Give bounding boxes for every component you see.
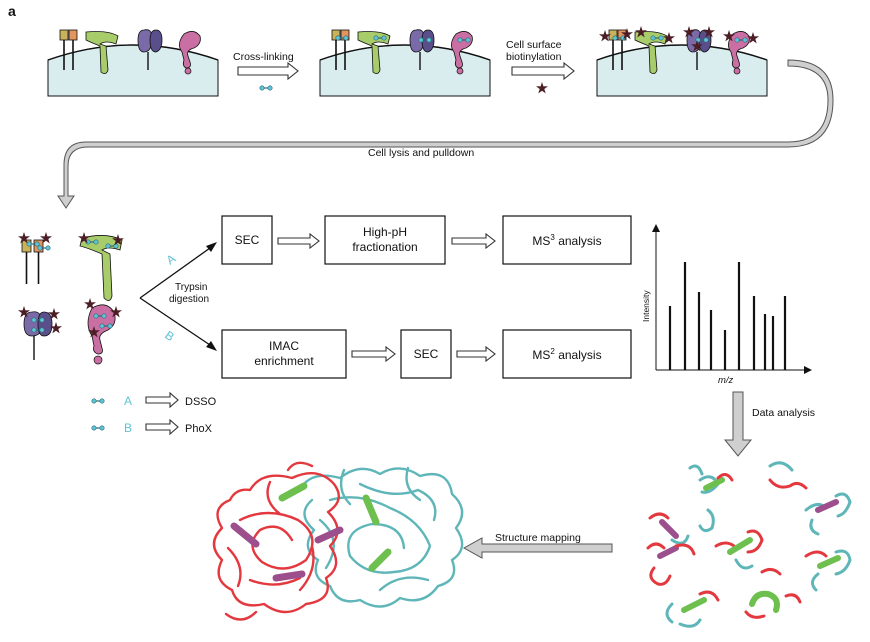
- path-a-sec-label: SEC: [235, 233, 260, 247]
- biotinylation-label-1: Cell surface: [506, 39, 562, 51]
- spectrum-ylabel: Intensity: [641, 290, 651, 322]
- crosslink-purple: [314, 526, 344, 544]
- path-b-sec-label: SEC: [414, 347, 439, 361]
- spectrum-xlabel: m/z: [718, 375, 734, 386]
- dsso-crosslinker-icon: [91, 398, 105, 404]
- biotin-star-icon: [536, 82, 548, 94]
- crosslinking-step: Cross-linking: [233, 51, 299, 91]
- ms2-label: MS2 analysis: [532, 347, 601, 362]
- ms2-box: [502, 329, 632, 379]
- path-b-arrow-1: [351, 345, 396, 363]
- fractionation-box: [324, 215, 446, 265]
- legend-letter-b: B: [124, 421, 132, 435]
- path-a-sec-box: [221, 215, 273, 265]
- structure-mapping-label: Structure mapping: [495, 532, 581, 544]
- biotinylation-step: Cell surface biotinylation: [506, 39, 575, 94]
- biotinylation-arrow: [511, 61, 575, 81]
- lysate-proteins: [18, 232, 124, 365]
- fractionation-label-1: High-pH: [363, 225, 407, 239]
- crosslinker-icon: [259, 85, 273, 91]
- crosslinking-label: Cross-linking: [233, 51, 294, 63]
- imac-box: [221, 329, 347, 379]
- imac-label-2: enrichment: [254, 354, 314, 368]
- path-a-arrow-1: [277, 232, 320, 250]
- data-analysis-label: Data analysis: [752, 407, 815, 419]
- crosslinking-arrow: [237, 61, 299, 81]
- crosslink-purple: [230, 522, 260, 548]
- branch-label-b: B: [162, 328, 177, 344]
- ms3-label: MS3 analysis: [532, 233, 601, 248]
- fractionation-label-2: fractionation: [352, 240, 417, 254]
- path-b: IMAC enrichment SEC MS2 analysis: [221, 329, 632, 379]
- ms3-box: [502, 215, 632, 265]
- path-b-arrow-2: [456, 345, 496, 363]
- branch-label-a: A: [164, 251, 179, 267]
- path-b-sec-box: [400, 329, 452, 379]
- data-analysis-arrow: [723, 391, 753, 457]
- legend-arrow-a: [145, 391, 179, 409]
- biotinylation-label-2: biotinylation: [506, 51, 562, 63]
- protein-structure: [212, 461, 464, 621]
- phox-crosslinker-icon: [91, 425, 105, 431]
- crosslink-green: [368, 548, 392, 572]
- crosslink-purple: [272, 570, 306, 582]
- path-a: SEC High-pH fractionation MS3 analysis: [221, 215, 632, 265]
- panel-label: a: [8, 3, 16, 19]
- legend-arrow-b: [145, 418, 179, 436]
- structure-mapping-arrow: [462, 537, 613, 559]
- y-axis-arrowhead: [652, 224, 660, 232]
- imac-label-1: IMAC: [269, 339, 299, 353]
- cell-native: [47, 28, 219, 97]
- trypsin-label-1: Trypsin: [175, 282, 207, 293]
- crosslinker-legend: A DSSO B PhoX: [91, 391, 217, 436]
- crosslink-green: [362, 494, 380, 526]
- x-axis-arrowhead: [804, 366, 812, 374]
- lysis-label: Cell lysis and pulldown: [368, 147, 474, 159]
- legend-letter-a: A: [124, 394, 132, 408]
- crosslink-green: [278, 482, 308, 502]
- red-chain: [212, 461, 340, 621]
- path-a-arrow-2: [451, 232, 496, 250]
- cell-crosslinked: [319, 28, 491, 97]
- cell-biotinylated: [596, 26, 768, 97]
- ms-spectrum: Intensity m/z: [641, 224, 812, 386]
- branch-arrows: [139, 242, 217, 351]
- lysis-arrow: [57, 59, 834, 209]
- trypsin-label-2: digestion: [169, 294, 209, 305]
- crosslinked-peptides: [646, 461, 852, 628]
- legend-reagent-dsso: DSSO: [185, 396, 217, 408]
- legend-reagent-phox: PhoX: [185, 423, 213, 435]
